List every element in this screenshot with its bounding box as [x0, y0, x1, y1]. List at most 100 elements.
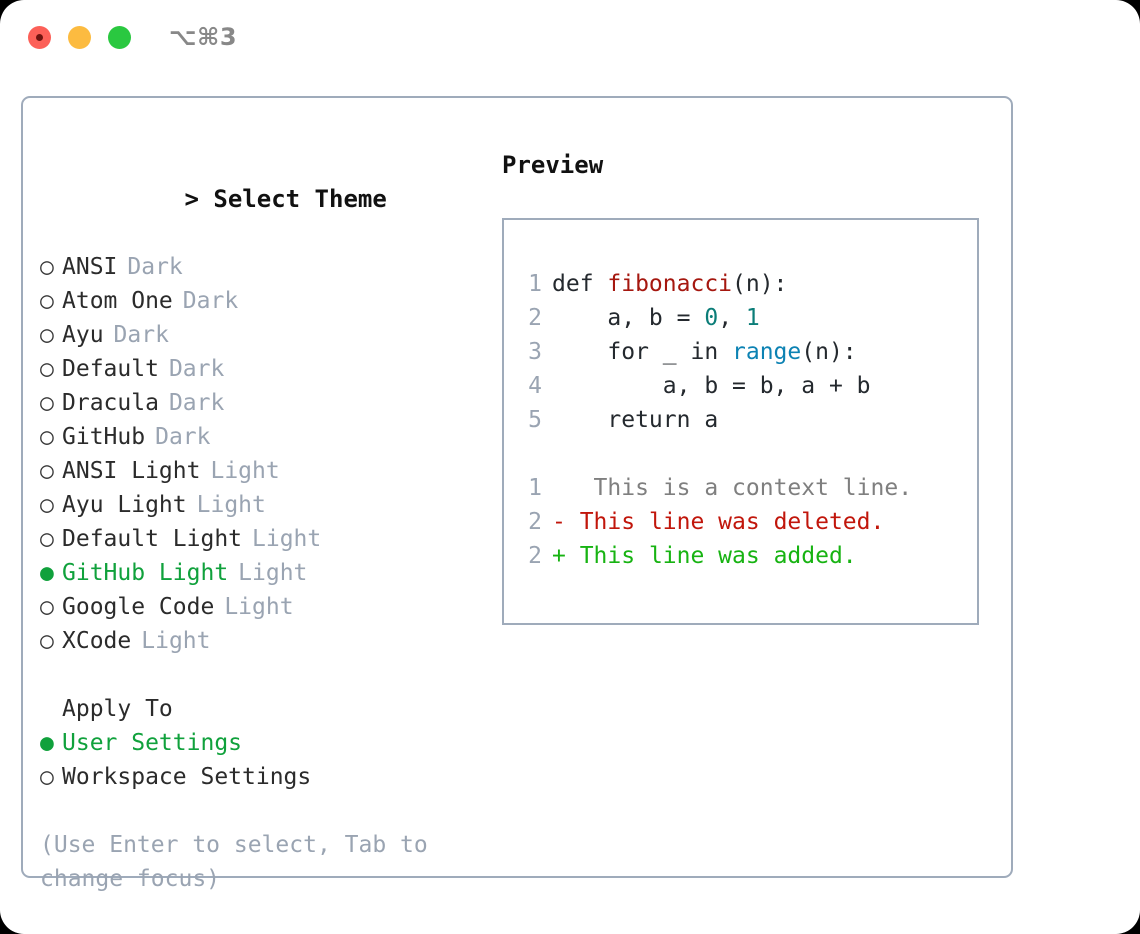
- select-theme-title: Select Theme: [213, 185, 387, 213]
- theme-option-label: XCode: [62, 628, 132, 654]
- apply-to-header: Apply To: [62, 696, 173, 722]
- radio-unselected-icon[interactable]: ○: [40, 424, 54, 450]
- theme-variant-badge: Light: [196, 492, 266, 518]
- diff-line-text: This is a context line.: [565, 475, 913, 501]
- apply-to-option-workspace-settings[interactable]: ○ Workspace Settings: [40, 760, 490, 794]
- code-token-builtin: range: [732, 339, 802, 365]
- radio-unselected-icon[interactable]: ○: [40, 288, 54, 314]
- prompt-marker: >: [184, 185, 199, 213]
- code-token-plain: (n):: [801, 339, 857, 365]
- code-line: 3 for _ in range(n):: [516, 335, 977, 369]
- code-line-number: 1: [528, 271, 542, 297]
- theme-variant-badge: Dark: [155, 424, 211, 450]
- theme-option-label: Atom One: [62, 288, 173, 314]
- diff-line-number: 1: [528, 475, 542, 501]
- code-token-plain: ,: [718, 305, 746, 331]
- diff-marker: -: [552, 509, 566, 535]
- theme-variant-badge: Light: [210, 458, 280, 484]
- code-line: 2 a, b = 0, 1: [516, 301, 977, 335]
- theme-option-ayu[interactable]: ○ Ayu Dark: [40, 318, 490, 352]
- code-token-plain: def: [552, 271, 608, 297]
- close-button[interactable]: [28, 26, 51, 49]
- radio-unselected-icon[interactable]: ○: [40, 322, 54, 348]
- code-line-number: 5: [528, 407, 542, 433]
- radio-unselected-icon[interactable]: ○: [40, 628, 54, 654]
- radio-unselected-icon[interactable]: ○: [40, 764, 54, 790]
- theme-variant-badge: Dark: [168, 390, 225, 416]
- theme-option-label: Google Code: [62, 594, 215, 620]
- theme-variant-badge: Light: [141, 628, 211, 654]
- theme-option-label: GitHub: [62, 424, 146, 450]
- theme-option-label: Default: [62, 356, 159, 382]
- theme-option-ansi-light[interactable]: ○ ANSI Light Light: [40, 454, 490, 488]
- theme-option-github[interactable]: ○ GitHub Dark: [40, 420, 490, 454]
- apply-to-option-label: Workspace Settings: [62, 764, 312, 790]
- code-diff-spacer: [504, 437, 977, 471]
- theme-option-label: Default Light: [62, 526, 243, 552]
- theme-option-ansi[interactable]: ○ ANSI Dark: [40, 250, 490, 284]
- title-bar: ⌥⌘3: [0, 0, 1140, 78]
- traffic-light-buttons: [28, 26, 131, 49]
- maximize-button[interactable]: [108, 26, 131, 49]
- radio-unselected-icon[interactable]: ○: [40, 492, 54, 518]
- theme-variant-badge: Light: [252, 526, 322, 552]
- theme-option-atom-one[interactable]: ○ Atom One Dark: [40, 284, 490, 318]
- theme-variant-badge: Dark: [182, 288, 239, 314]
- theme-option-label: Ayu: [62, 322, 104, 348]
- code-token-plain: a, b =: [552, 305, 705, 331]
- apply-to-option-list: ● User Settings ○ Workspace Settings: [40, 726, 490, 794]
- apply-to-option-label: User Settings: [62, 730, 243, 756]
- theme-variant-badge: Dark: [113, 322, 169, 348]
- code-token-num: 0: [704, 305, 719, 331]
- diff-line: 1 This is a context line.: [516, 471, 977, 505]
- radio-unselected-icon[interactable]: ○: [40, 254, 54, 280]
- code-token-plain: for _ in: [552, 339, 733, 365]
- radio-selected-icon[interactable]: ●: [40, 560, 54, 586]
- radio-unselected-icon[interactable]: ○: [40, 356, 54, 382]
- radio-unselected-icon[interactable]: ○: [40, 526, 54, 552]
- theme-variant-badge: Light: [224, 594, 294, 620]
- theme-option-label: ANSI: [62, 254, 118, 280]
- diff-line-number: 2: [528, 509, 542, 535]
- theme-variant-badge: Dark: [127, 254, 183, 280]
- diff-line-number: 2: [528, 543, 542, 569]
- section-spacer: [40, 658, 490, 692]
- theme-option-label: GitHub Light: [62, 560, 229, 586]
- theme-option-dracula[interactable]: ○ Dracula Dark: [40, 386, 490, 420]
- preview-title: Preview: [502, 151, 604, 179]
- code-token-plain: a, b = b, a + b: [552, 373, 871, 399]
- theme-option-github-light[interactable]: ● GitHub Light Light: [40, 556, 490, 590]
- diff-line-text: This line was added.: [565, 543, 857, 569]
- radio-unselected-icon[interactable]: ○: [40, 390, 54, 416]
- diff-line: 2+ This line was added.: [516, 539, 977, 573]
- theme-option-xcode[interactable]: ○ XCode Light: [40, 624, 490, 658]
- theme-variant-badge: Dark: [168, 356, 225, 382]
- theme-option-label: Ayu Light: [62, 492, 187, 518]
- keyboard-shortcut-label: ⌥⌘3: [169, 23, 238, 51]
- radio-selected-icon[interactable]: ●: [40, 730, 54, 756]
- code-token-func: fibonacci: [607, 271, 733, 297]
- minimize-button[interactable]: [68, 26, 91, 49]
- radio-unselected-icon[interactable]: ○: [40, 594, 54, 620]
- diff-line: 2- This line was deleted.: [516, 505, 977, 539]
- radio-unselected-icon[interactable]: ○: [40, 458, 54, 484]
- theme-option-ayu-light[interactable]: ○ Ayu Light Light: [40, 488, 490, 522]
- code-token-plain: return a: [552, 407, 719, 433]
- theme-option-default[interactable]: ○ Default Dark: [40, 352, 490, 386]
- theme-option-google-code[interactable]: ○ Google Code Light: [40, 590, 490, 624]
- theme-variant-badge: Light: [238, 560, 308, 586]
- theme-option-label: ANSI Light: [62, 458, 201, 484]
- diff-marker: [552, 475, 566, 501]
- theme-option-label: Dracula: [62, 390, 159, 416]
- apply-to-option-user-settings[interactable]: ● User Settings: [40, 726, 490, 760]
- diff-preview: 1 This is a context line.2- This line wa…: [504, 471, 977, 573]
- select-theme-header: > Select Theme: [40, 148, 490, 250]
- theme-option-default-light[interactable]: ○ Default Light Light: [40, 522, 490, 556]
